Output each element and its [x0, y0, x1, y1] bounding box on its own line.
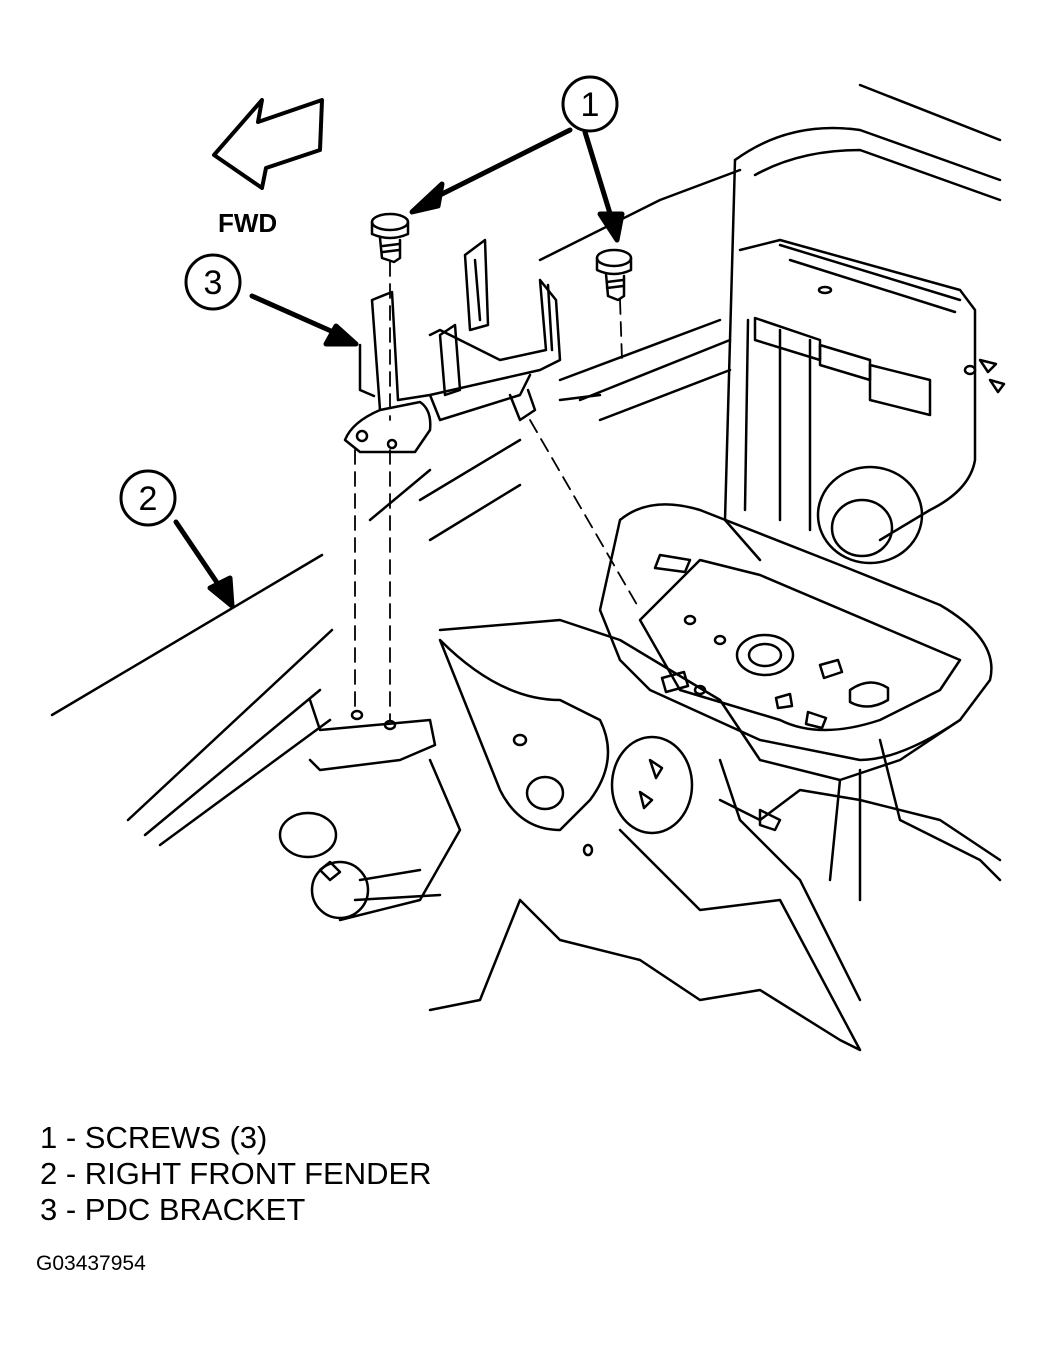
forward-arrow-icon	[212, 98, 324, 190]
legend: 1 - SCREWS (3) 2 - RIGHT FRONT FENDER 3 …	[40, 1120, 432, 1228]
installation-diagram: FWD 1 3 2	[50, 75, 1006, 1052]
installation-guide-lines	[354, 261, 641, 721]
legend-item-pdc-bracket: 3 - PDC BRACKET	[40, 1192, 306, 1227]
grommet-connector	[278, 811, 442, 920]
fwd-label: FWD	[218, 208, 277, 238]
legend-item-screws: 1 - SCREWS (3)	[40, 1120, 268, 1155]
battery-tray	[598, 503, 993, 762]
callout-3-arrow	[249, 293, 359, 347]
callout-3: 3	[184, 253, 242, 311]
screw-right-icon	[595, 248, 633, 302]
callout-2-number: 2	[139, 480, 158, 518]
callout-1-number: 1	[581, 86, 600, 124]
vehicle-structure	[538, 83, 1006, 565]
callout-2: 2	[119, 469, 177, 527]
figure-id: G03437954	[36, 1252, 146, 1275]
legend-item-right-front-fender: 2 - RIGHT FRONT FENDER	[40, 1156, 432, 1191]
screw-left-icon	[370, 212, 410, 264]
callout-3-number: 3	[204, 264, 223, 302]
lower-support-structure	[308, 618, 1002, 1052]
pdc-bracket	[343, 238, 562, 454]
callout-1-arrows	[409, 127, 625, 243]
right-front-fender	[50, 438, 522, 847]
callout-1: 1	[561, 75, 619, 133]
callout-2-arrow	[173, 519, 235, 609]
